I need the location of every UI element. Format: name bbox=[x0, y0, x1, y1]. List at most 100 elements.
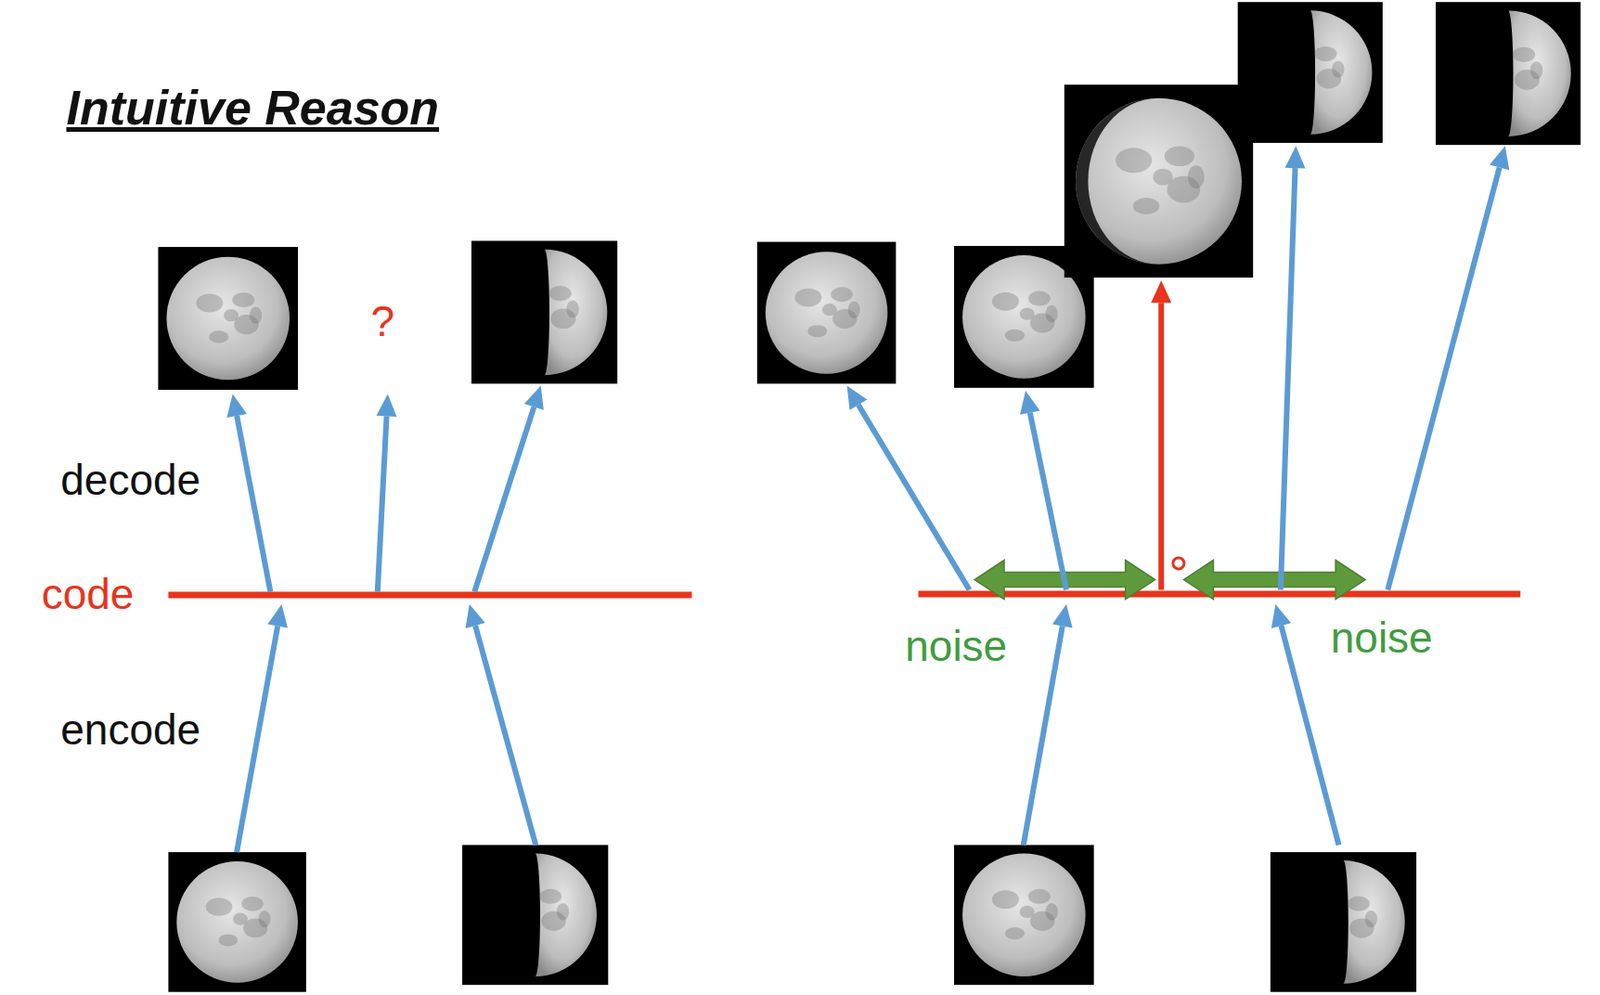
arrow-shaft bbox=[1387, 167, 1499, 590]
flow-arrow bbox=[465, 604, 537, 845]
moon-mare bbox=[1005, 329, 1025, 342]
image-background bbox=[157, 246, 298, 390]
arrow-shaft bbox=[474, 406, 534, 592]
moon-shadow bbox=[1075, 98, 1159, 265]
moon-disc bbox=[1342, 860, 1405, 984]
image-background bbox=[1238, 1, 1383, 143]
moon-mare bbox=[223, 309, 239, 322]
moon-mare bbox=[539, 889, 562, 904]
moon-mare bbox=[848, 300, 861, 318]
pointer-dot bbox=[1173, 557, 1185, 569]
moon-image bbox=[471, 240, 618, 384]
arrow-shaft bbox=[1280, 167, 1296, 590]
axis-label: encode bbox=[60, 706, 201, 754]
moon-mare bbox=[1133, 197, 1161, 215]
flow-arrow bbox=[1023, 604, 1073, 845]
moon-mare bbox=[1028, 889, 1051, 904]
moon-mare bbox=[556, 903, 569, 921]
image-background bbox=[1064, 84, 1253, 278]
moon-mare bbox=[992, 890, 1020, 909]
arrow-head bbox=[1285, 145, 1306, 168]
moon-mare bbox=[1019, 905, 1035, 918]
moon-disc bbox=[176, 861, 298, 983]
flow-arrow bbox=[376, 393, 398, 592]
noise-range-arrow bbox=[1183, 560, 1366, 600]
moon-disc bbox=[765, 251, 889, 375]
arrow-shaft bbox=[1023, 626, 1063, 846]
flow-arrow bbox=[1150, 280, 1172, 590]
moon-mare bbox=[1028, 291, 1051, 307]
flow-arrow bbox=[1271, 604, 1340, 845]
moon-mare bbox=[1187, 165, 1205, 189]
moon-image bbox=[757, 242, 897, 385]
moon-mare bbox=[1314, 46, 1337, 62]
moon-mare bbox=[241, 896, 264, 912]
image-background bbox=[167, 851, 306, 993]
arrow-shaft bbox=[236, 415, 271, 593]
arrow-head bbox=[1052, 604, 1073, 629]
image-background bbox=[1435, 1, 1581, 145]
arrow-head bbox=[524, 386, 544, 411]
moon-disc bbox=[1310, 10, 1373, 135]
noise-label: noise bbox=[1330, 614, 1433, 662]
moon-mare bbox=[206, 897, 233, 917]
arrow-head bbox=[1150, 280, 1172, 303]
moon-image bbox=[462, 844, 608, 985]
moon-mare bbox=[1530, 61, 1544, 79]
moon-mare bbox=[548, 285, 571, 301]
moon-mare bbox=[822, 303, 838, 316]
arrow-head bbox=[1489, 145, 1510, 170]
flow-arrow bbox=[226, 393, 271, 592]
moon-image bbox=[1435, 1, 1581, 145]
moon-mare bbox=[807, 324, 827, 337]
moon-mare bbox=[258, 910, 271, 928]
moon-mare bbox=[249, 306, 262, 324]
moon-mare bbox=[232, 292, 255, 308]
arrow-shaft bbox=[1280, 625, 1339, 845]
flow-arrow bbox=[1387, 145, 1510, 590]
flow-arrow bbox=[474, 386, 544, 593]
moon-disc bbox=[544, 249, 608, 375]
moon-image bbox=[1238, 1, 1383, 143]
moon-disc bbox=[1508, 10, 1572, 136]
arrow-head bbox=[267, 604, 288, 629]
moon-mare bbox=[1164, 146, 1195, 167]
moon-mare bbox=[992, 292, 1020, 311]
moon-image bbox=[157, 246, 298, 390]
moon-mare bbox=[1045, 903, 1059, 921]
arrow-head bbox=[226, 393, 247, 418]
moon-mare bbox=[794, 288, 822, 308]
arrow-shaft bbox=[1158, 302, 1164, 590]
moon-mare bbox=[218, 933, 238, 946]
image-background bbox=[757, 242, 897, 385]
moon-mare bbox=[195, 294, 223, 313]
arrow-head bbox=[1271, 604, 1291, 629]
image-background bbox=[462, 844, 608, 985]
moon-disc bbox=[962, 852, 1086, 977]
moon-mare bbox=[1365, 910, 1378, 929]
moon-disc bbox=[1075, 98, 1242, 265]
unknown-mark: ? bbox=[371, 297, 396, 346]
arrow-head bbox=[847, 386, 868, 411]
arrow-head bbox=[1019, 390, 1041, 415]
moon-mare bbox=[208, 330, 229, 343]
image-background bbox=[1270, 851, 1417, 993]
moon-image bbox=[1064, 84, 1253, 278]
moon-mare bbox=[1331, 60, 1344, 78]
code-axis bbox=[918, 590, 1522, 597]
moon-image bbox=[954, 844, 1095, 985]
arrow-shaft bbox=[1030, 412, 1067, 591]
moon-image bbox=[1270, 851, 1417, 993]
image-background bbox=[954, 844, 1095, 985]
axis-label: decode bbox=[60, 455, 201, 504]
moon-disc bbox=[535, 852, 597, 977]
arrow-head bbox=[376, 393, 398, 417]
moon-mare bbox=[830, 286, 853, 302]
moon-mare bbox=[232, 913, 248, 926]
arrow-shaft bbox=[377, 415, 388, 592]
moon-mare bbox=[1115, 147, 1152, 173]
moon-mare bbox=[1019, 307, 1035, 320]
arrow-shaft bbox=[858, 404, 970, 590]
moon-image bbox=[167, 851, 306, 993]
